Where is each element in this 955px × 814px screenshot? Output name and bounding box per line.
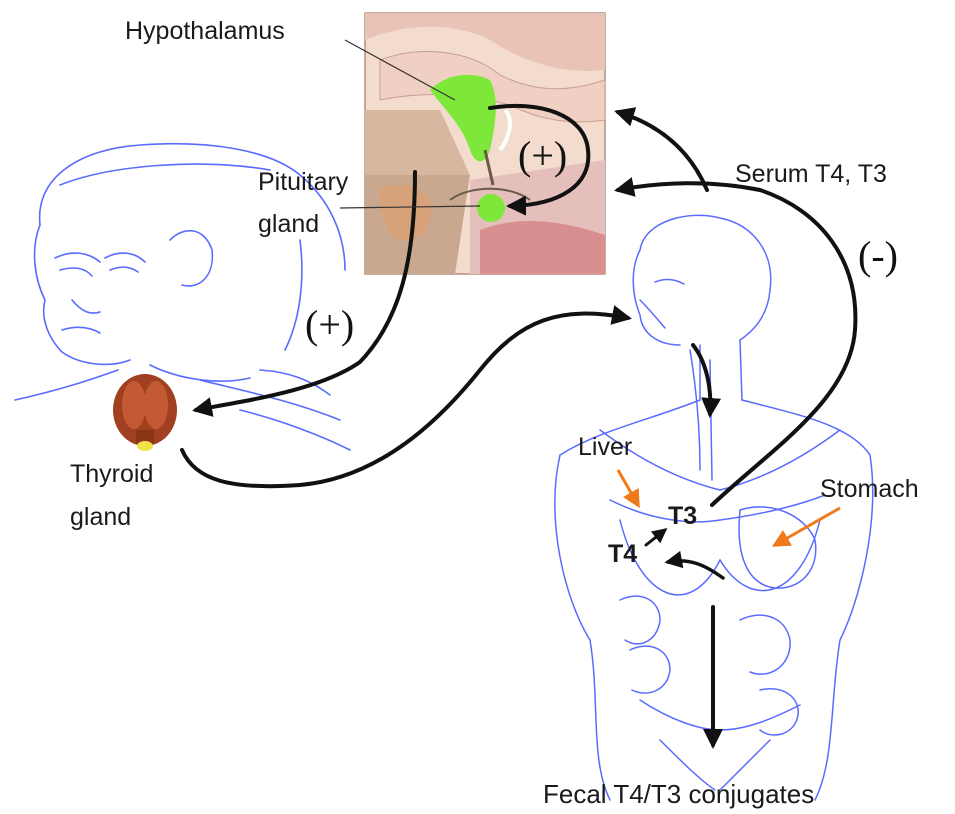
liver-pointer-arrow bbox=[618, 470, 638, 505]
serum-to-brain-arrow bbox=[618, 112, 707, 190]
liver-label: Liver bbox=[578, 433, 632, 462]
t4-to-t3-arrow bbox=[646, 530, 665, 545]
pituitary-label-line1: Pituitary bbox=[258, 168, 348, 197]
thyroid-label-line1: Thyroid bbox=[70, 460, 153, 489]
pituitary-label-line2: gland bbox=[258, 210, 319, 239]
stomach-label: Stomach bbox=[820, 475, 919, 504]
organ-pointers bbox=[618, 470, 840, 545]
swallow-arrow bbox=[693, 345, 710, 414]
negative-feedback-sign: (-) bbox=[858, 236, 898, 276]
stomach-pointer-arrow bbox=[775, 508, 840, 545]
t4-label: T4 bbox=[608, 540, 637, 569]
negative-feedback-arrow bbox=[618, 183, 855, 505]
brain-cross-section-illustration bbox=[365, 13, 605, 274]
thyroid-gland-illustration bbox=[113, 374, 177, 451]
hypothalamus-positive-sign: (+) bbox=[518, 136, 567, 176]
t3-label: T3 bbox=[668, 502, 697, 531]
thyroid-label-line2: gland bbox=[70, 503, 131, 532]
pituitary-positive-sign: (+) bbox=[305, 305, 354, 345]
hypothalamus-label: Hypothalamus bbox=[125, 17, 285, 46]
serum-label: Serum T4, T3 bbox=[735, 160, 887, 189]
fecal-label: Fecal T4/T3 conjugates bbox=[543, 780, 814, 810]
